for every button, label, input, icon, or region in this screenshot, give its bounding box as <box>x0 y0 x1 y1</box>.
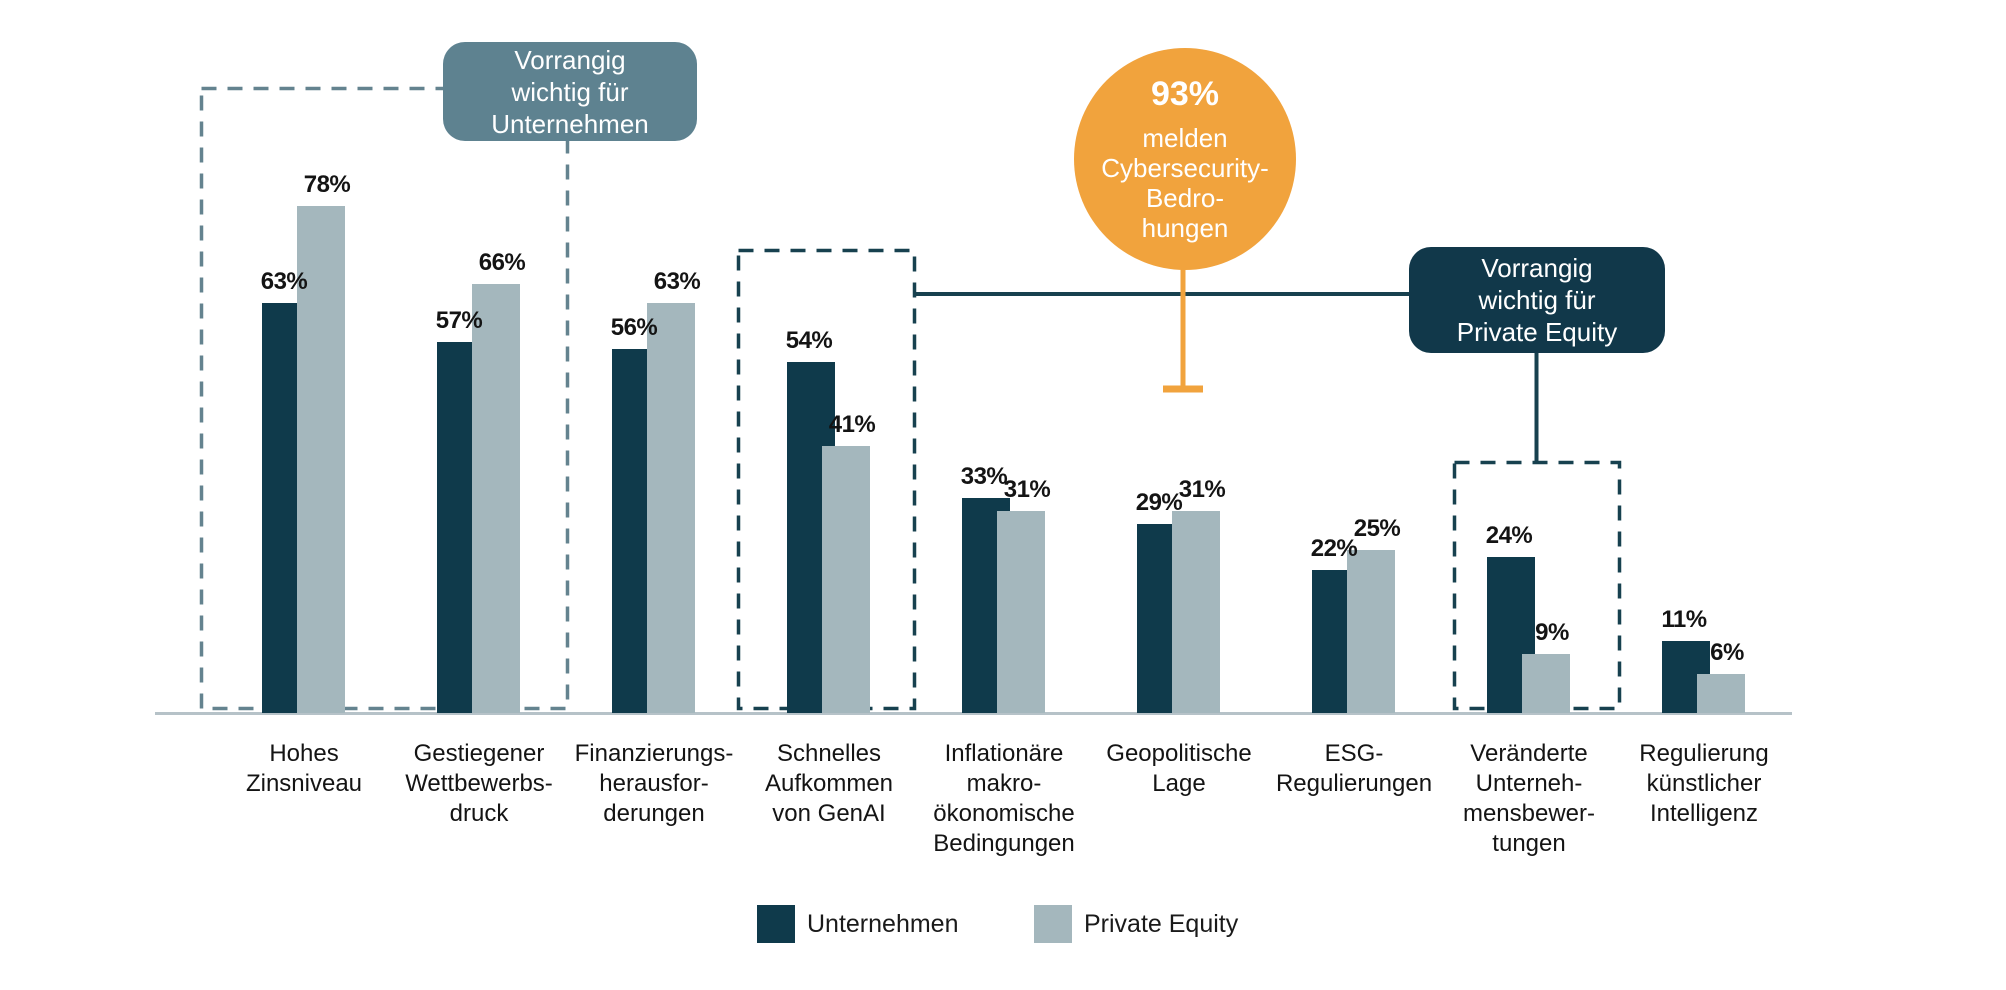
value-label-unternehmen-2: 56% <box>610 314 658 341</box>
category-label-line: Finanzierungs- <box>574 740 734 767</box>
callout-private-equity-line: Private Equity <box>1456 317 1618 347</box>
highlight-frame-unternehmensbewertungen <box>1452 460 1622 711</box>
bar-private-equity-0 <box>297 206 345 713</box>
value-label-unternehmen-3: 54% <box>785 327 833 354</box>
category-label-line: Geopolitische <box>1106 740 1252 767</box>
callout-private-equity-line: Vorrangig <box>1481 253 1593 283</box>
category-label-line: Wettbewerbs- <box>405 770 553 797</box>
cybersecurity-text-line: Bedro- <box>1145 183 1225 213</box>
value-label-private-equity-7: 9% <box>1535 619 1569 646</box>
cybersecurity-badge: 93% melden Cybersecurity- Bedro- hungen <box>1074 48 1296 270</box>
value-label-private-equity-2: 63% <box>653 268 701 295</box>
legend-item-unternehmen: Unternehmen <box>757 905 958 943</box>
category-label-line: derungen <box>603 800 705 827</box>
category-label-line: Regulierung <box>1639 740 1769 767</box>
bar-private-equity-4 <box>997 511 1045 713</box>
value-label-private-equity-3: 41% <box>828 411 876 438</box>
bar-private-equity-5 <box>1172 511 1220 713</box>
cybersecurity-text-line: Cybersecurity- <box>1101 153 1269 183</box>
bar-private-equity-1 <box>472 284 520 713</box>
legend-swatch-private-equity <box>1034 905 1072 943</box>
value-label-private-equity-6: 25% <box>1353 515 1401 542</box>
category-label-line: Inflationäre <box>944 740 1064 767</box>
value-label-unternehmen-0: 63% <box>260 268 308 295</box>
cybersecurity-text-line: melden <box>1142 123 1228 153</box>
category-label-line: von GenAI <box>772 800 886 827</box>
value-label-private-equity-4: 31% <box>1003 476 1051 503</box>
legend-item-private-equity: Private Equity <box>1034 905 1238 943</box>
category-label-2: Finanzierungs-herausfor-derungen <box>554 739 754 829</box>
category-label-line: herausfor- <box>599 770 709 797</box>
category-label-line: ESG- <box>1324 740 1384 767</box>
callout-private-equity-line: wichtig für <box>1478 285 1596 315</box>
value-label-unternehmen-6: 22% <box>1310 535 1358 562</box>
category-label-line: Schnelles <box>776 740 882 767</box>
value-label-unternehmen-7: 24% <box>1485 522 1533 549</box>
category-label-line: makro- <box>966 770 1042 797</box>
value-label-private-equity-8: 6% <box>1710 639 1744 666</box>
category-label-line: Bedingungen <box>933 830 1075 857</box>
callout-unternehmen-line: wichtig für <box>511 76 629 107</box>
value-label-unternehmen-8: 11% <box>1661 606 1707 633</box>
legend-label-private-equity: Private Equity <box>1084 909 1239 938</box>
category-label-line: Lage <box>1152 770 1206 797</box>
category-label-line: Zinsniveau <box>245 770 363 797</box>
value-label-unternehmen-1: 57% <box>435 307 483 334</box>
bar-private-equity-3 <box>822 446 870 713</box>
cybersecurity-percentage: 93% <box>1150 75 1220 113</box>
category-label-line: mensbewer- <box>1462 800 1596 827</box>
bar-private-equity-7 <box>1522 654 1570 713</box>
category-label-line: Gestiegener <box>413 740 545 767</box>
callout-unternehmen-line: Vorrangig <box>514 44 626 75</box>
category-label-line: Regulierungen <box>1275 770 1433 797</box>
category-label-line: Hohes <box>269 740 339 767</box>
value-label-unternehmen-5: 29% <box>1135 489 1183 516</box>
callout-unternehmen: Vorrangig wichtig für Unternehmen <box>443 42 697 141</box>
highlight-frame-genai <box>736 248 917 711</box>
category-label-line: ökonomische <box>933 800 1075 827</box>
category-label-line: tungen <box>1492 830 1566 857</box>
legend-label-unternehmen: Unternehmen <box>807 909 959 938</box>
callout-unternehmen-line: Unternehmen <box>491 108 649 139</box>
callout-private-equity: Vorrangig wichtig für Private Equity <box>1409 247 1665 353</box>
category-label-line: Intelligenz <box>1649 800 1759 827</box>
category-label-line: Aufkommen <box>764 770 894 797</box>
bar-private-equity-6 <box>1347 550 1395 713</box>
bar-private-equity-8 <box>1697 674 1745 713</box>
category-label-6: ESG- Regulierungen <box>1254 739 1454 799</box>
value-label-unternehmen-4: 33% <box>960 463 1008 490</box>
category-label-line: Veränderte <box>1470 740 1588 767</box>
category-label-line: künstlicher <box>1646 770 1762 797</box>
legend-swatch-unternehmen <box>757 905 795 943</box>
value-label-private-equity-5: 31% <box>1178 476 1226 503</box>
category-label-line: Unterneh- <box>1475 770 1583 797</box>
value-label-private-equity-1: 66% <box>478 249 526 276</box>
highlight-frame-unternehmen <box>199 86 570 711</box>
category-label-line: druck <box>449 800 509 827</box>
cybersecurity-text-line: hungen <box>1141 213 1229 243</box>
value-label-private-equity-0: 78% <box>303 171 351 198</box>
bar-private-equity-2 <box>647 303 695 713</box>
